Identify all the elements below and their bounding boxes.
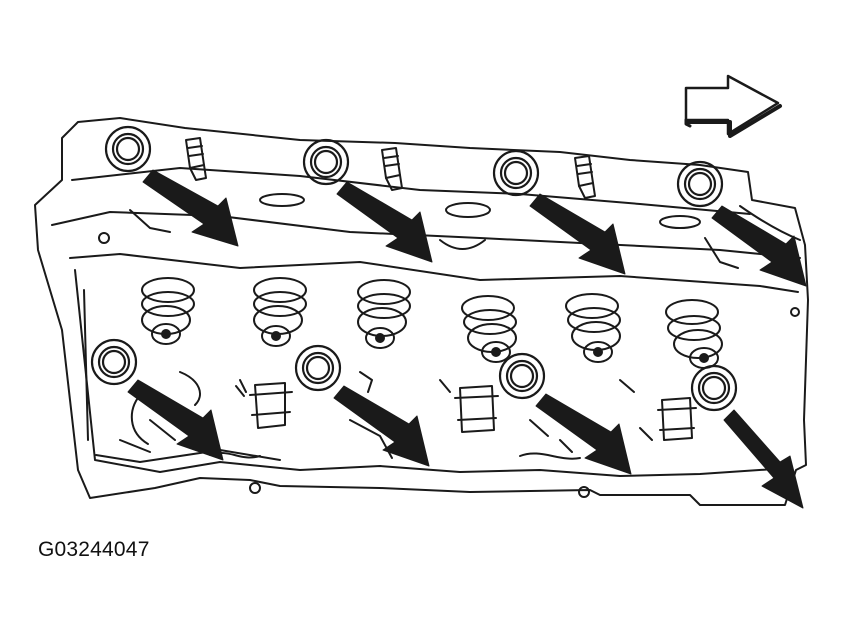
bolt-icon [294,344,342,392]
bolt-icon [676,160,724,208]
pointer-arrows [127,169,807,509]
spark-plug-tubes [185,137,596,199]
valve-springs [141,277,723,369]
pointer-arrow-icon [711,205,807,287]
pointer-arrow-icon [333,385,430,467]
cylinder-head-body [34,117,809,506]
bolt-icon [690,364,738,412]
bolt-icon [302,138,350,186]
pointer-arrow-icon [336,181,433,263]
pointer-arrow-icon [127,379,224,461]
pointer-arrow-icon [142,169,239,247]
pointer-arrow-icon [535,393,632,475]
pointer-arrow-icon [529,193,626,275]
bolt-icon [90,338,138,386]
bolts [90,125,738,412]
bolt-icon [498,352,546,400]
pointer-arrow-icon [723,409,804,509]
bolt-icon [104,125,152,173]
figure-code-label: G03244047 [38,538,150,561]
front-direction-arrow-icon [684,74,782,138]
bolt-icon [492,149,540,197]
